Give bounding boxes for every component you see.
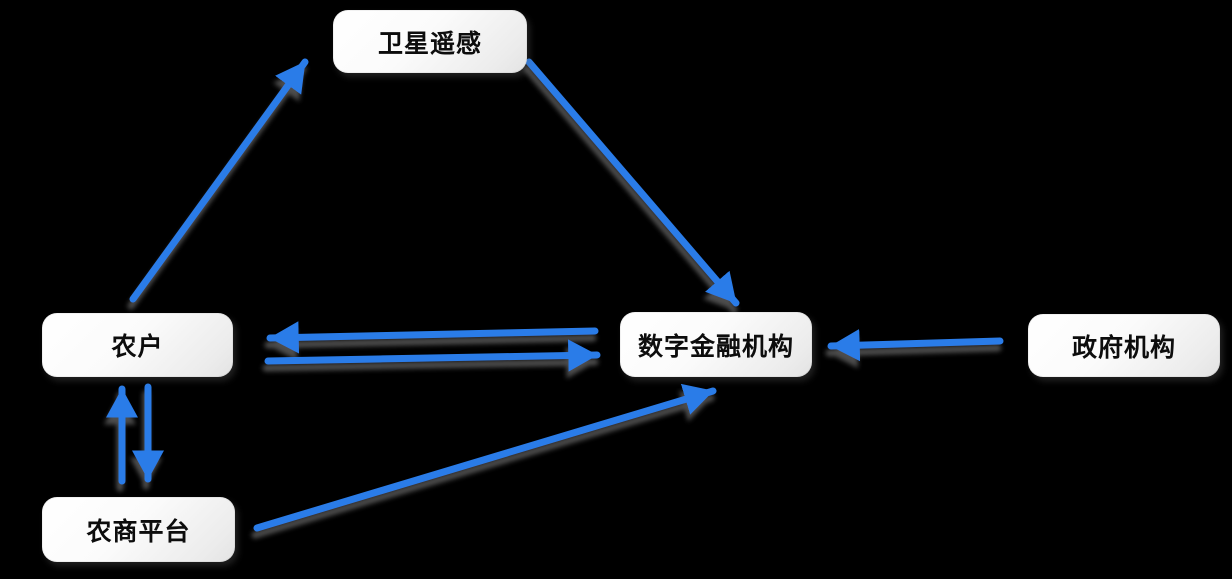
arrow-farmer-to-satellite	[129, 58, 309, 303]
arrow-agri-platform-to-digital-finance	[253, 383, 717, 532]
arrow-satellite-to-digital-finance	[525, 58, 740, 307]
node-agri-platform-label: 农商平台	[86, 517, 191, 546]
arrow-government-to-digital-finance	[827, 329, 1004, 362]
node-digital-finance-label: 数字金融机构	[637, 332, 794, 361]
node-government: 政府机构	[1028, 314, 1220, 377]
arrow-digital-finance-to-farmer	[266, 321, 599, 354]
node-farmer-label: 农户	[111, 333, 164, 361]
node-government-label: 政府机构	[1071, 333, 1176, 362]
arrow-farmer-to-digital-finance	[264, 339, 601, 372]
node-agri-platform: 农商平台	[42, 497, 235, 562]
node-satellite: 卫星遥感	[333, 10, 527, 73]
node-farmer: 农户	[42, 313, 233, 377]
node-satellite-label: 卫星遥感	[377, 29, 482, 58]
node-digital-finance: 数字金融机构	[620, 312, 812, 377]
